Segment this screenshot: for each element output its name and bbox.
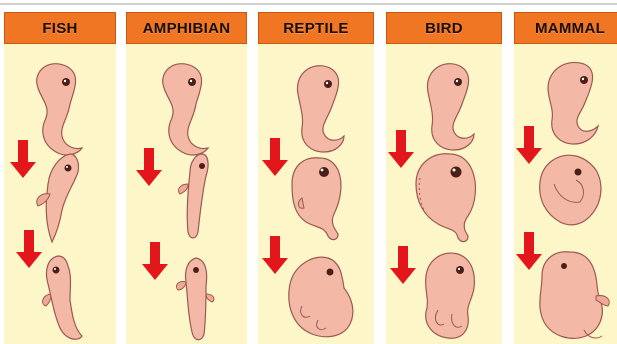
down-arrow-bird-2 xyxy=(390,246,416,284)
embryo-mammal-stage2 xyxy=(540,155,601,225)
header-fish-label: FISH xyxy=(42,20,77,37)
down-arrow-mammal-1 xyxy=(516,126,542,164)
down-arrow-fish-2 xyxy=(16,230,42,268)
embryo-reptile-stage1 xyxy=(297,66,344,152)
embryo-amphibian-stage1 xyxy=(163,64,208,155)
header-mammal-label: MAMMAL xyxy=(535,20,605,37)
column-bird: BIRD xyxy=(386,12,502,344)
embryo-fish-stage3 xyxy=(43,256,82,339)
amphibian-embryo-sequence xyxy=(126,44,247,344)
mammal-embryo-sequence xyxy=(514,44,617,344)
embryo-fish-stage1 xyxy=(37,64,82,155)
down-arrow-reptile-1 xyxy=(262,138,288,176)
embryo-mammal-stage3 xyxy=(540,252,609,339)
down-arrow-amphibian-1 xyxy=(136,148,162,186)
header-bird: BIRD xyxy=(386,12,502,44)
fish-embryo-sequence xyxy=(4,44,116,344)
embryo-bird-stage1 xyxy=(427,64,474,150)
down-arrow-mammal-2 xyxy=(516,232,542,270)
header-reptile-label: REPTILE xyxy=(283,20,348,37)
column-mammal: MAMMAL xyxy=(514,12,617,344)
embryo-fish-stage2 xyxy=(37,154,79,242)
embryo-reptile-stage3 xyxy=(289,257,353,337)
header-amphibian-label: AMPHIBIAN xyxy=(143,20,231,37)
down-arrow-amphibian-2 xyxy=(142,242,168,280)
header-amphibian: AMPHIBIAN xyxy=(126,12,247,44)
header-fish: FISH xyxy=(4,12,116,44)
down-arrow-bird-1 xyxy=(388,130,414,168)
embryo-amphibian-stage2 xyxy=(178,154,208,238)
column-reptile: REPTILE xyxy=(258,12,374,344)
embryo-reptile-stage2 xyxy=(292,158,341,240)
embryo-amphibian-stage3 xyxy=(176,258,214,340)
header-mammal: MAMMAL xyxy=(514,12,617,44)
embryo-bird-stage3 xyxy=(426,253,475,338)
bird-embryo-sequence xyxy=(386,44,502,344)
header-bird-label: BIRD xyxy=(425,20,463,37)
top-divider xyxy=(0,3,617,5)
embryo-bird-stage2 xyxy=(416,154,475,242)
header-reptile: REPTILE xyxy=(258,12,374,44)
column-fish: FISH xyxy=(4,12,116,344)
column-amphibian: AMPHIBIAN xyxy=(126,12,247,344)
down-arrow-fish-1 xyxy=(10,140,36,178)
down-arrow-reptile-2 xyxy=(262,236,288,274)
embryo-mammal-stage1 xyxy=(548,62,598,144)
reptile-embryo-sequence xyxy=(258,44,374,344)
